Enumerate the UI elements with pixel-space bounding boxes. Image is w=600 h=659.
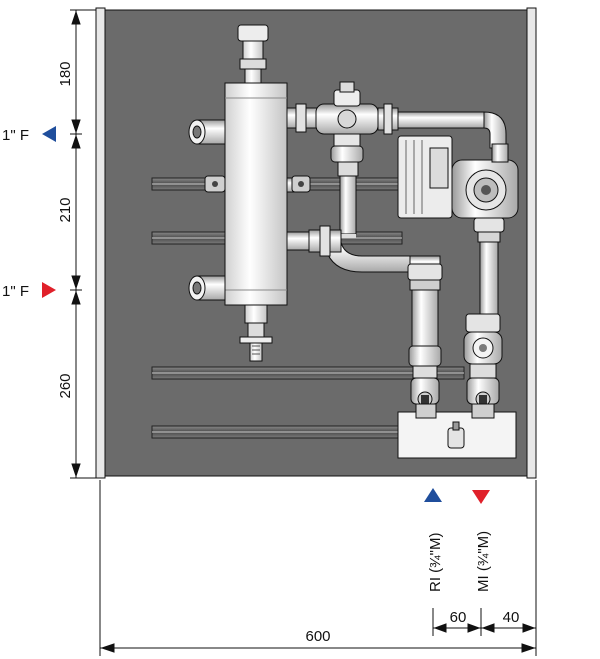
dim-180: 180 (57, 61, 74, 86)
return-connection-label: RI (¾"M) (427, 533, 444, 593)
triangle-left-blue-icon (42, 126, 56, 142)
separator-body (224, 82, 288, 306)
triangle-up-blue-icon (424, 488, 442, 502)
left-bottom-connection-label: 1" F (2, 283, 29, 300)
return-union (407, 263, 443, 281)
horizontal-dimensions (99, 480, 537, 656)
left-top-connection-label: 1" F (2, 127, 29, 144)
bottom-block (397, 403, 517, 459)
dim-210: 210 (57, 197, 74, 222)
air-vent-cap (237, 24, 269, 42)
frame-left-post (95, 7, 106, 479)
triangle-down-red-icon (472, 490, 490, 504)
dim-600: 600 (305, 628, 330, 645)
return-leg (407, 255, 443, 407)
dim-40: 40 (503, 609, 520, 626)
drain-valve (244, 304, 268, 324)
frame-right-post (526, 7, 537, 479)
dim-260: 260 (57, 373, 74, 398)
flow-leg (397, 135, 519, 407)
triangle-right-red-icon (42, 282, 56, 298)
hydraulic-separator (188, 24, 311, 362)
flow-union (465, 313, 501, 333)
vertical-dimension (70, 9, 96, 479)
mixing-pipework (286, 81, 507, 273)
dim-60: 60 (450, 609, 467, 626)
flow-connection-label: MI (¾"M) (475, 531, 492, 592)
block-thermometer (447, 427, 465, 449)
